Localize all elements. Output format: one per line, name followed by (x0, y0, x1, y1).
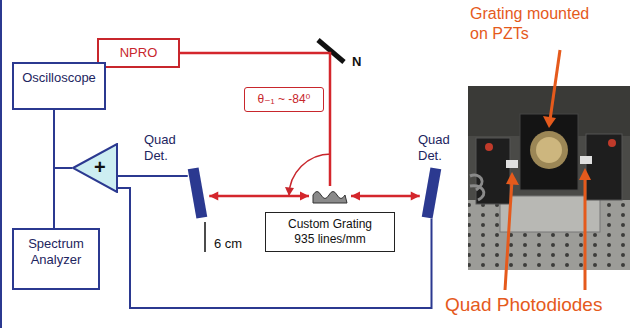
arrow-head (209, 192, 218, 201)
beam-line (180, 53, 330, 186)
callout-arrow-line (584, 176, 587, 290)
angle-arrow-head (285, 187, 294, 196)
wire-line (118, 175, 188, 177)
grating-surface (313, 192, 347, 204)
callout-arrow-head (543, 116, 556, 128)
box-label: Oscilloscope (22, 70, 96, 86)
callout-arrow-line (505, 180, 512, 290)
beam-line (351, 195, 420, 198)
callout-label: Quad Photodiodes (445, 294, 602, 317)
detector-bar (422, 167, 442, 218)
grating-face (536, 137, 562, 163)
slide-border (0, 0, 2, 328)
laser-beam (209, 192, 309, 201)
wire-line (54, 110, 72, 168)
photodiode-mount (476, 138, 510, 204)
beam-line (209, 195, 309, 198)
quad-detector: Quad Det. (140, 130, 210, 222)
laser-beam (180, 53, 330, 186)
callout-label: Grating mounted on PZTs (470, 4, 605, 44)
callout-arrow-head (506, 172, 519, 185)
photo-background (468, 86, 630, 270)
wire-line (117, 188, 432, 308)
arrow-head (351, 192, 360, 201)
callout-arrow-line (550, 50, 560, 120)
box-label: θ₋₁ ~ -84⁰ (258, 92, 311, 106)
signal-wire (118, 176, 188, 177)
signal-wire (54, 168, 72, 228)
arrow-head (300, 192, 309, 201)
photodiode-mount (586, 134, 622, 200)
photodiode (506, 160, 518, 168)
instrument-box: Oscilloscope (12, 62, 106, 110)
wire-line (54, 168, 72, 228)
dimension-label: 6 cm (214, 236, 242, 252)
angle-box: θ₋₁ ~ -84⁰ (244, 87, 324, 112)
photodiode (580, 156, 592, 164)
quad-detector: Quad Det. (412, 130, 468, 222)
grating-box: Custom Grating 935 lines/mm (265, 186, 395, 252)
detector-bar (188, 167, 208, 218)
callout-arrow (505, 50, 591, 290)
mount-knob (485, 143, 493, 151)
grating-mount (520, 114, 578, 190)
summing-amplifier: + (72, 143, 118, 193)
box-label: NPRO (120, 45, 158, 61)
cable (470, 186, 484, 200)
grating-symbol (311, 186, 349, 206)
setup-photo (468, 86, 630, 270)
angle-arc (289, 154, 331, 196)
grating-label: Custom Grating 935 lines/mm (280, 217, 380, 247)
grating-label-box: Custom Grating 935 lines/mm (265, 212, 395, 252)
amplifier-sign: + (94, 155, 106, 179)
instrument-box: Spectrum Analyzer (12, 228, 100, 290)
amplifier-outline (73, 144, 117, 192)
callout-arrow-head (579, 168, 591, 180)
dimension-tick (204, 222, 206, 252)
signal-wire (54, 110, 72, 168)
mirror-label: N (352, 54, 361, 70)
signal-wire (117, 188, 432, 308)
arrow-head (411, 192, 420, 201)
laser-beam (351, 192, 420, 201)
laser-box: NPRO (97, 38, 180, 68)
grating-disc (530, 131, 568, 169)
detector-label: Quad Det. (418, 132, 464, 164)
box-label: Spectrum Analyzer (20, 236, 92, 267)
mount-knob (608, 139, 616, 147)
detector-label: Quad Det. (144, 132, 190, 164)
